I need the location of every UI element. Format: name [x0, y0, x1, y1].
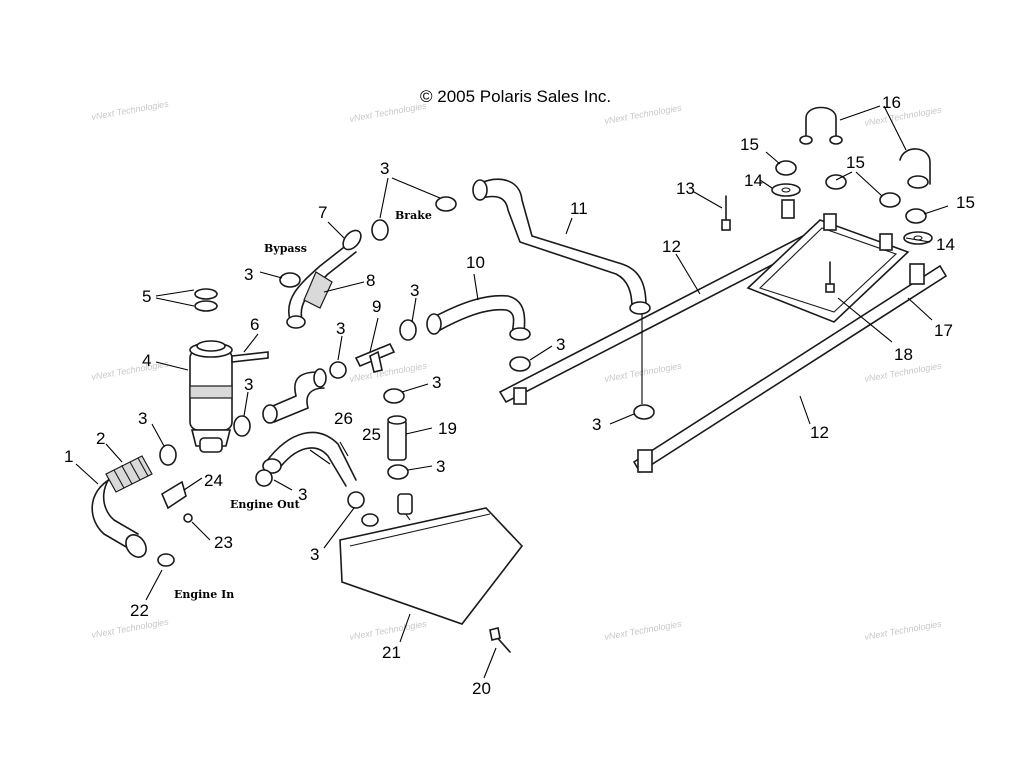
caption-bypass: Bypass [264, 242, 307, 255]
callout-20: 20 [472, 679, 491, 698]
callout-17: 17 [934, 321, 953, 340]
watermark: vNext Technologies [604, 618, 683, 642]
callout-1: 1 [64, 447, 73, 466]
hose-11 [477, 178, 647, 309]
hose-clamp [633, 404, 655, 420]
callout-12: 12 [662, 237, 681, 256]
callout-3: 3 [380, 159, 389, 178]
reservoir-rod [231, 351, 269, 363]
hose-clamp [775, 160, 797, 176]
hose-clamp [371, 219, 389, 241]
hose-end [125, 534, 147, 558]
callout-3: 3 [556, 335, 565, 354]
watermark: vNext Technologies [349, 618, 428, 642]
flow-captions: Bypass Brake Engine Out Engine In [174, 209, 432, 601]
hose-clamp [157, 553, 175, 567]
callout-21: 21 [382, 643, 401, 662]
callout-24: 24 [204, 471, 223, 490]
caption-engine-out: Engine Out [230, 498, 301, 511]
hose-clamp [509, 356, 531, 372]
callout-5: 5 [142, 287, 151, 306]
hose-clamp [347, 491, 365, 509]
parts-drawing [91, 106, 948, 653]
plate-17 [746, 219, 910, 323]
callout-22: 22 [130, 601, 149, 620]
callout-3: 3 [138, 409, 147, 428]
callout-18: 18 [894, 345, 913, 364]
callout-12: 12 [810, 423, 829, 442]
hose-sleeve [303, 271, 333, 309]
callout-4: 4 [142, 351, 151, 370]
tube-19 [387, 419, 407, 461]
u-hose-16 [899, 148, 931, 185]
callout-3: 3 [436, 457, 445, 476]
u-hose-16 [805, 106, 837, 141]
copyright-notice: © 2005 Polaris Sales Inc. [420, 87, 611, 106]
nut-23 [183, 513, 193, 523]
callout-16: 16 [882, 93, 901, 112]
hose-clamp [255, 469, 273, 487]
leader-lines [75, 105, 949, 679]
hose-sleeve [105, 455, 153, 493]
callout-numbers: 1 2 3 4 5 6 7 8 9 3 3 3 3 3 10 11 3 3 19… [64, 93, 975, 698]
heat-exchanger [339, 507, 524, 625]
callout-3: 3 [244, 375, 253, 394]
watermark: vNext Technologies [864, 618, 943, 642]
callout-26: 26 [334, 409, 353, 428]
hose-clamp [905, 208, 927, 224]
hose-10 [431, 294, 526, 335]
watermark: vNext Technologies [604, 102, 683, 126]
callout-14: 14 [744, 171, 763, 190]
hose-clamp [399, 319, 417, 341]
caption-engine-in: Engine In [174, 588, 234, 601]
callout-9: 9 [372, 297, 381, 316]
hose-clamp [825, 174, 847, 190]
watermark: vNext Technologies [349, 100, 428, 124]
callout-3: 3 [298, 485, 307, 504]
hose-clamp [279, 272, 301, 288]
hose-clamp [879, 192, 901, 208]
caption-brake: Brake [395, 209, 432, 222]
callout-3: 3 [432, 373, 441, 392]
callout-19: 19 [438, 419, 457, 438]
watermark: vNext Technologies [604, 360, 683, 384]
callout-3: 3 [244, 265, 253, 284]
callout-10: 10 [466, 253, 485, 272]
hose-clamp [435, 196, 457, 212]
callout-3: 3 [310, 545, 319, 564]
hose-clamp [159, 444, 177, 466]
reservoir-cap-gasket [194, 288, 218, 300]
hose-elbow [267, 371, 325, 423]
callout-15: 15 [956, 193, 975, 212]
callout-3: 3 [592, 415, 601, 434]
hose-clamp [383, 388, 405, 404]
hose-clamp [329, 361, 347, 379]
callout-15: 15 [740, 135, 759, 154]
washer-14 [771, 183, 801, 197]
callout-3: 3 [336, 319, 345, 338]
watermark: vNext Technologies [91, 98, 170, 122]
callout-3: 3 [410, 281, 419, 300]
hose-engine-out [265, 431, 357, 487]
callout-23: 23 [214, 533, 233, 552]
hose-clamp [233, 415, 251, 437]
reservoir-cap-gasket [194, 300, 218, 312]
hose-clamp [387, 464, 409, 480]
callout-14: 14 [936, 235, 955, 254]
callout-8: 8 [366, 271, 375, 290]
callout-13: 13 [676, 179, 695, 198]
callout-25: 25 [362, 425, 381, 444]
callout-6: 6 [250, 315, 259, 334]
callout-11: 11 [570, 199, 588, 218]
clip-24 [160, 480, 187, 510]
hose-clamps [157, 160, 927, 567]
callout-7: 7 [318, 203, 327, 222]
callout-15: 15 [846, 153, 865, 172]
callout-2: 2 [96, 429, 105, 448]
